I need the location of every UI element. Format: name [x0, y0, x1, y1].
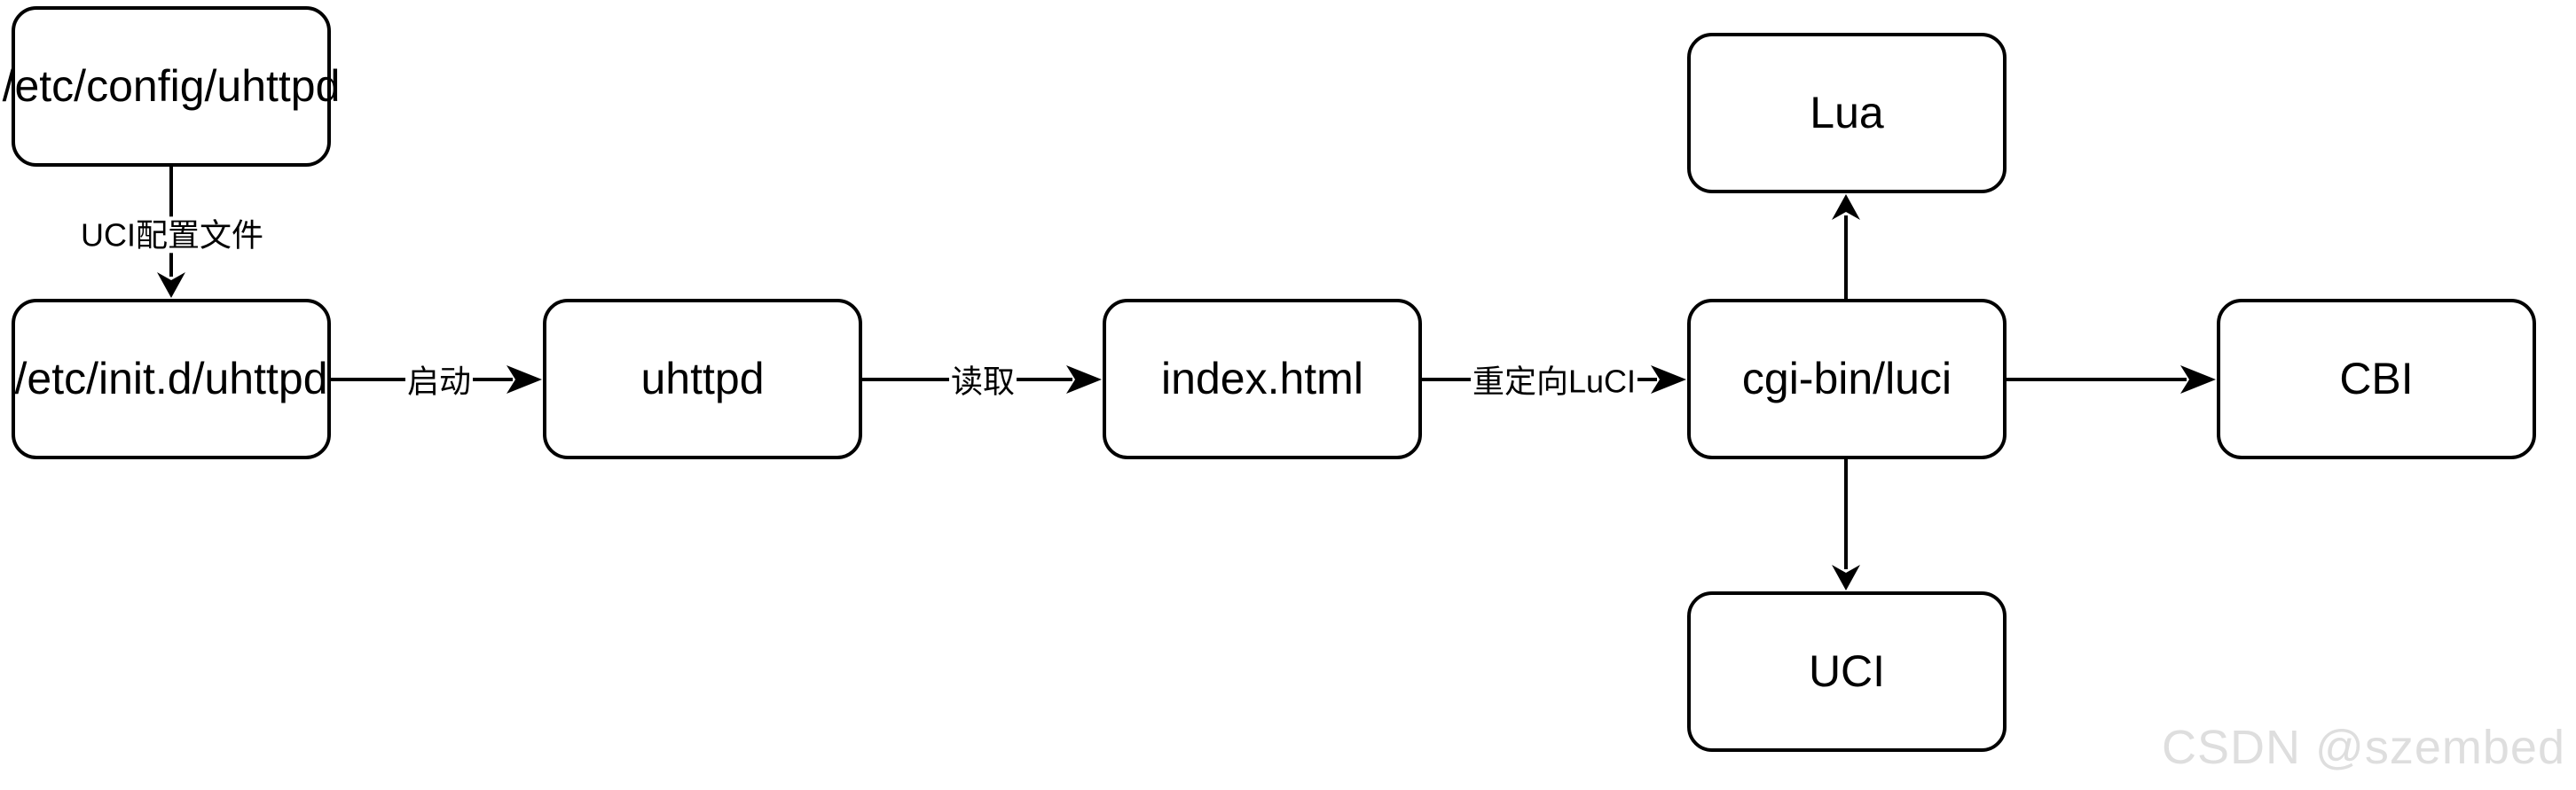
node-label: cgi-bin/luci: [1741, 354, 1952, 403]
node-cbi: CBI: [2217, 299, 2536, 459]
edge-redirect-arrowhead-right-icon: [1651, 365, 1686, 394]
node-uci: UCI: [1687, 591, 2007, 752]
node-label: index.html: [1161, 354, 1363, 403]
edge-uci-arrowhead-down-icon: [1832, 565, 1860, 591]
node-uhttpd: uhttpd: [543, 299, 862, 459]
node-etc-init-uhttpd: /etc/init.d/uhttpd: [12, 299, 331, 459]
edge-label-redirect-luci: 重定向LuCI: [1470, 363, 1638, 400]
edge-cbi-arrowhead-right-icon: [2180, 365, 2216, 394]
node-lua: Lua: [1687, 33, 2007, 193]
node-label: /etc/config/uhttpd: [2, 61, 341, 111]
node-label: Lua: [1810, 88, 1884, 137]
edge-label-start: 启动: [404, 363, 474, 400]
edge-label-read: 读取: [948, 363, 1017, 400]
node-label: /etc/init.d/uhttpd: [14, 354, 328, 403]
node-cgi-bin-luci: cgi-bin/luci: [1687, 299, 2007, 459]
node-index-html: index.html: [1103, 299, 1422, 459]
edge-label-uci-config-file: UCI配置文件: [79, 216, 265, 254]
edge-uci-config-arrowhead-down-icon: [157, 272, 185, 298]
edge-read-arrowhead-right-icon: [1066, 365, 1102, 394]
node-label: CBI: [2339, 354, 2414, 403]
node-label: UCI: [1808, 646, 1886, 696]
edge-start-arrowhead-right-icon: [507, 365, 542, 394]
node-etc-config-uhttpd: /etc/config/uhttpd: [3, 6, 340, 167]
edge-lua-arrowhead-up-icon: [1832, 194, 1860, 220]
watermark: CSDN @szembed: [2162, 721, 2565, 774]
node-label: uhttpd: [640, 354, 765, 403]
